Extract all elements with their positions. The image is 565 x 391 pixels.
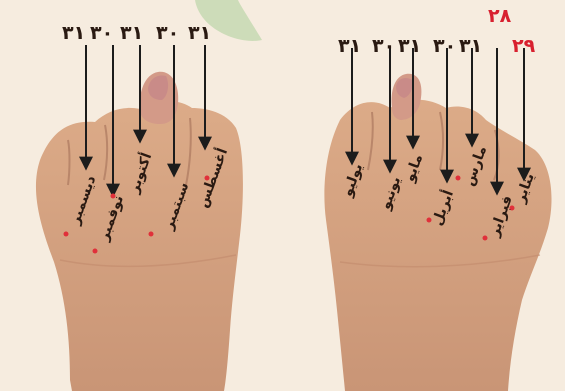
dot	[149, 232, 154, 237]
left-number-december: ٣١	[62, 22, 85, 44]
dot	[93, 249, 98, 254]
dot	[483, 236, 488, 241]
right-number-february: ٢٩	[512, 35, 535, 57]
dot	[456, 176, 461, 181]
right-number-28: ٢٨	[488, 5, 511, 27]
right-number-june: ٣٠	[372, 35, 395, 57]
left-number-october: ٣١	[120, 22, 143, 44]
right-number-april: ٣٠	[433, 35, 456, 57]
left-number-september: ٣٠	[156, 22, 179, 44]
right-number-may: ٣١	[398, 35, 421, 57]
dot	[64, 232, 69, 237]
left-number-november: ٣٠	[90, 22, 113, 44]
left-number-august: ٣١	[188, 22, 211, 44]
right-number-march: ٣١	[459, 35, 482, 57]
right-number-july: ٣١	[338, 35, 361, 57]
